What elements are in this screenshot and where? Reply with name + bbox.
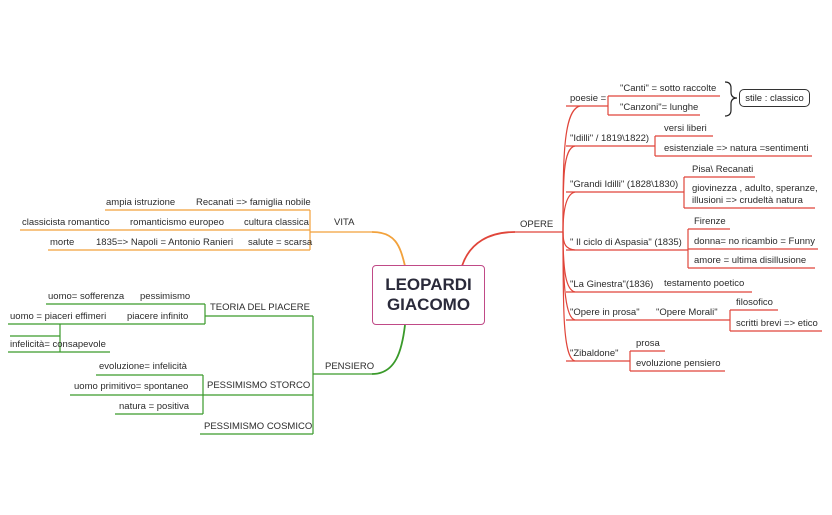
opere-subtopic[interactable]: "Opere in prosa" bbox=[570, 307, 640, 318]
vita-topic[interactable]: Recanati => famiglia nobile bbox=[196, 197, 311, 208]
opere-topic[interactable]: testamento poetico bbox=[664, 278, 745, 289]
opere-connectors bbox=[461, 95, 822, 372]
pensiero-connectors bbox=[8, 303, 406, 435]
pensiero-topic[interactable]: uomo= sofferenza bbox=[48, 291, 125, 302]
opere-topic[interactable]: "Canzoni"= lunghe bbox=[620, 102, 699, 113]
pensiero-subtopic[interactable]: PESSIMISMO STORCO bbox=[207, 380, 311, 391]
opere-topic[interactable]: "Opere Morali" bbox=[656, 307, 718, 318]
pensiero-topic[interactable]: uomo = piaceri effimeri bbox=[10, 311, 107, 322]
pensiero-branch-label[interactable]: PENSIERO bbox=[325, 361, 375, 372]
vita-topic[interactable]: morte bbox=[50, 237, 75, 248]
vita-topic[interactable]: classicista romantico bbox=[22, 217, 110, 228]
pensiero-topic[interactable]: evoluzione= infelicità bbox=[99, 361, 187, 372]
stile-label: stile : classico bbox=[745, 92, 804, 104]
opere-topic[interactable]: scritti brevi => etico bbox=[736, 318, 818, 329]
opere-subtopic[interactable]: poesie = bbox=[570, 93, 607, 104]
pensiero-subtopic[interactable]: TEORIA DEL PIACERE bbox=[210, 302, 310, 313]
opere-subtopic[interactable]: "Idilli" / 1819\1822) bbox=[570, 133, 650, 144]
opere-subtopic[interactable]: "La Ginestra"(1836) bbox=[570, 279, 654, 290]
vita-topic[interactable]: cultura classica bbox=[244, 217, 309, 228]
stile-callout[interactable]: stile : classico bbox=[739, 89, 810, 107]
opere-topic[interactable]: Pisa\ Recanati bbox=[692, 164, 754, 175]
opere-subtopic[interactable]: "Grandi Idilli" (1828\1830) bbox=[570, 179, 679, 190]
vita-topic[interactable]: romanticismo europeo bbox=[130, 217, 224, 228]
pensiero-topic[interactable]: pessimismo bbox=[140, 291, 191, 302]
vita-topic[interactable]: 1835=> Napoli = Antonio Ranieri bbox=[96, 237, 234, 248]
opere-branch-label[interactable]: OPERE bbox=[520, 219, 554, 230]
pensiero-topic[interactable]: natura = positiva bbox=[119, 401, 189, 412]
pensiero-topic[interactable]: uomo primitivo= spontaneo bbox=[74, 381, 189, 392]
opere-topic[interactable]: illusioni => crudeltà natura bbox=[692, 195, 803, 206]
opere-subtopic[interactable]: "Zibaldone" bbox=[570, 348, 619, 359]
vita-connectors bbox=[20, 209, 406, 267]
pensiero-subtopic[interactable]: PESSIMISMO COSMICO bbox=[204, 421, 313, 432]
central-topic-line1: LEOPARDI bbox=[385, 275, 472, 294]
opere-topic[interactable]: esistenziale => natura =sentimenti bbox=[664, 143, 809, 154]
stile-bracket bbox=[724, 81, 738, 117]
opere-subtopic[interactable]: " Il ciclo di Aspasia" (1835) bbox=[570, 237, 682, 248]
pensiero-topic[interactable]: piacere infinito bbox=[127, 311, 189, 322]
opere-topic[interactable]: filosofico bbox=[736, 297, 773, 308]
opere-topic[interactable]: versi liberi bbox=[664, 123, 707, 134]
opere-topic[interactable]: donna= no ricambio = Funny bbox=[694, 236, 815, 247]
vita-topic[interactable]: salute = scarsa bbox=[248, 237, 313, 248]
opere-topic[interactable]: evoluzione pensiero bbox=[636, 358, 721, 369]
central-topic[interactable]: LEOPARDI GIACOMO bbox=[372, 265, 485, 325]
opere-topic[interactable]: prosa bbox=[636, 338, 660, 349]
opere-topic[interactable]: Firenze bbox=[694, 216, 726, 227]
opere-topic[interactable]: giovinezza , adulto, speranze, bbox=[692, 183, 818, 194]
vita-branch-label[interactable]: VITA bbox=[334, 217, 355, 228]
vita-topic[interactable]: ampia istruzione bbox=[106, 197, 176, 208]
opere-topic[interactable]: amore = ultima disillusione bbox=[694, 255, 807, 266]
pensiero-topic[interactable]: infelicità= consapevole bbox=[10, 339, 106, 350]
opere-topic[interactable]: "Canti" = sotto raccolte bbox=[620, 83, 717, 94]
central-topic-line2: GIACOMO bbox=[386, 295, 471, 314]
